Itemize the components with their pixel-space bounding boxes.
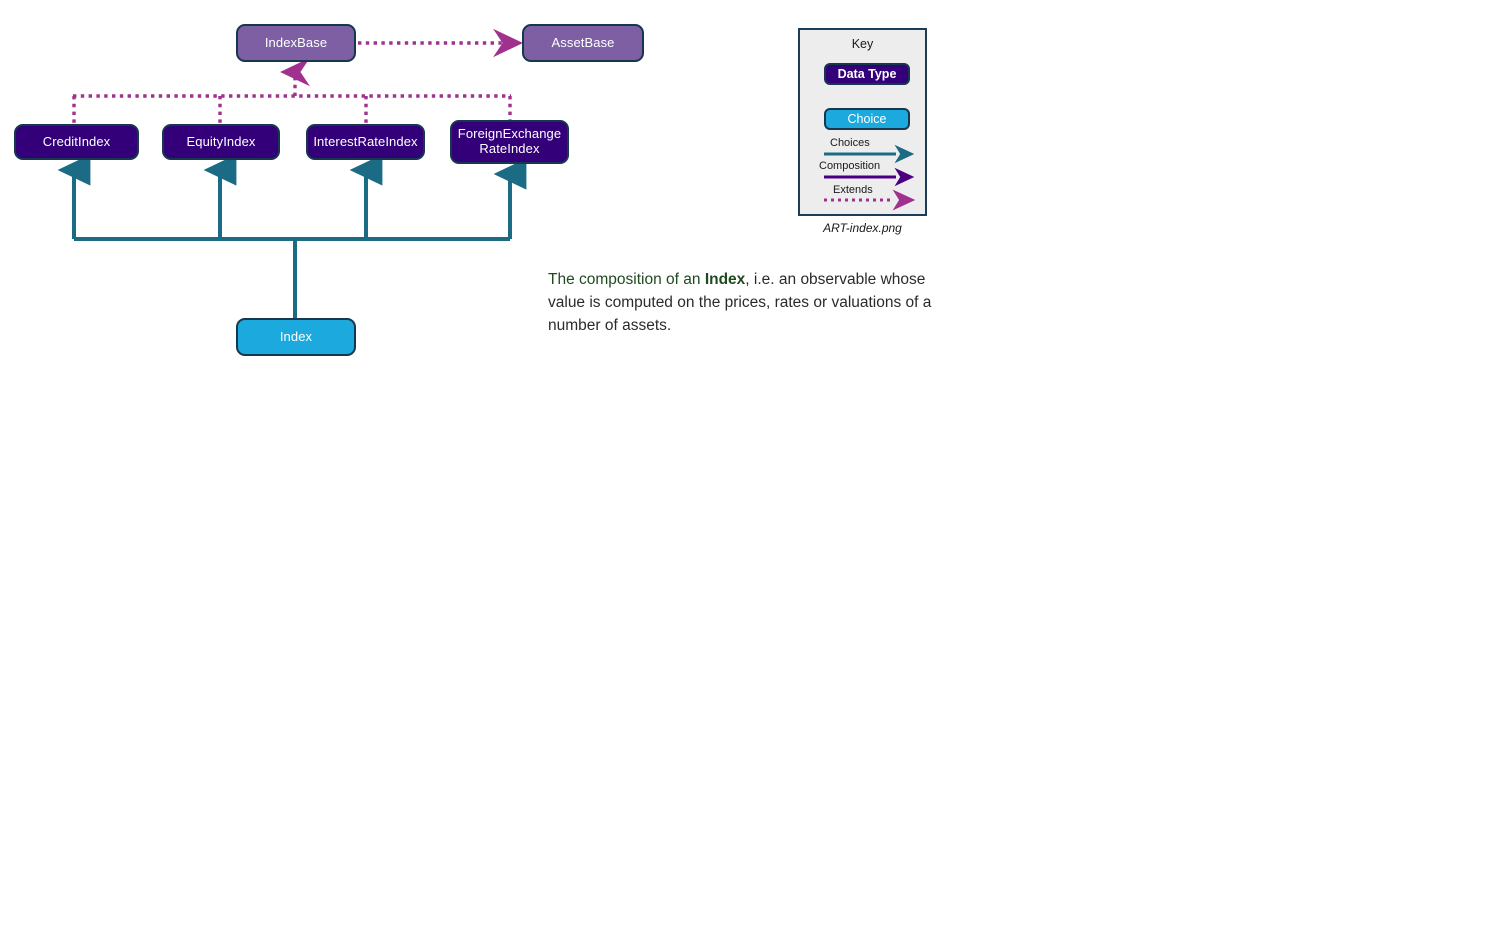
key-label-choices: Choices (830, 137, 870, 149)
node-label: ForeignExchange RateIndex (457, 126, 562, 156)
diagram-description: The composition of an Index, i.e. an obs… (548, 268, 936, 337)
node-label: Index (279, 328, 313, 344)
node-assetbase[interactable]: AssetBase (522, 24, 644, 62)
node-label: CreditIndex (42, 133, 111, 149)
description-rest: , i.e. an observable whose value is comp… (548, 270, 932, 334)
node-foreignexchangerateindex[interactable]: ForeignExchange RateIndex (450, 120, 569, 164)
description-lede: The composition of an Index (548, 271, 745, 288)
key-label-extends: Extends (833, 184, 873, 196)
node-label: EquityIndex (186, 133, 256, 149)
node-creditindex[interactable]: CreditIndex (14, 124, 139, 160)
node-label: IndexBase (264, 34, 328, 50)
description-lede-bold: Index (704, 270, 746, 288)
key-legend-box: Key Data Type Choice Choices Composition… (798, 28, 927, 216)
node-label: AssetBase (551, 34, 615, 50)
node-equityindex[interactable]: EquityIndex (162, 124, 280, 160)
node-label: InterestRateIndex (313, 133, 418, 149)
node-indexbase[interactable]: IndexBase (236, 24, 356, 62)
key-caption: ART-index.png (823, 221, 902, 235)
description-lede-text: The composition of an (548, 270, 705, 288)
key-swatch-choice: Choice (824, 108, 910, 130)
key-title: Key (851, 37, 874, 51)
key-swatch-label: Data Type (837, 67, 897, 81)
key-label-composition: Composition (819, 160, 881, 172)
key-swatch-label: Choice (847, 112, 887, 126)
edge-choices-bus (57, 154, 527, 318)
node-interestrateindex[interactable]: InterestRateIndex (306, 124, 425, 160)
node-index[interactable]: Index (236, 318, 356, 356)
edge-extends-bus (72, 57, 512, 124)
key-arrow-samples (824, 144, 916, 211)
key-swatch-data-type: Data Type (824, 63, 910, 85)
